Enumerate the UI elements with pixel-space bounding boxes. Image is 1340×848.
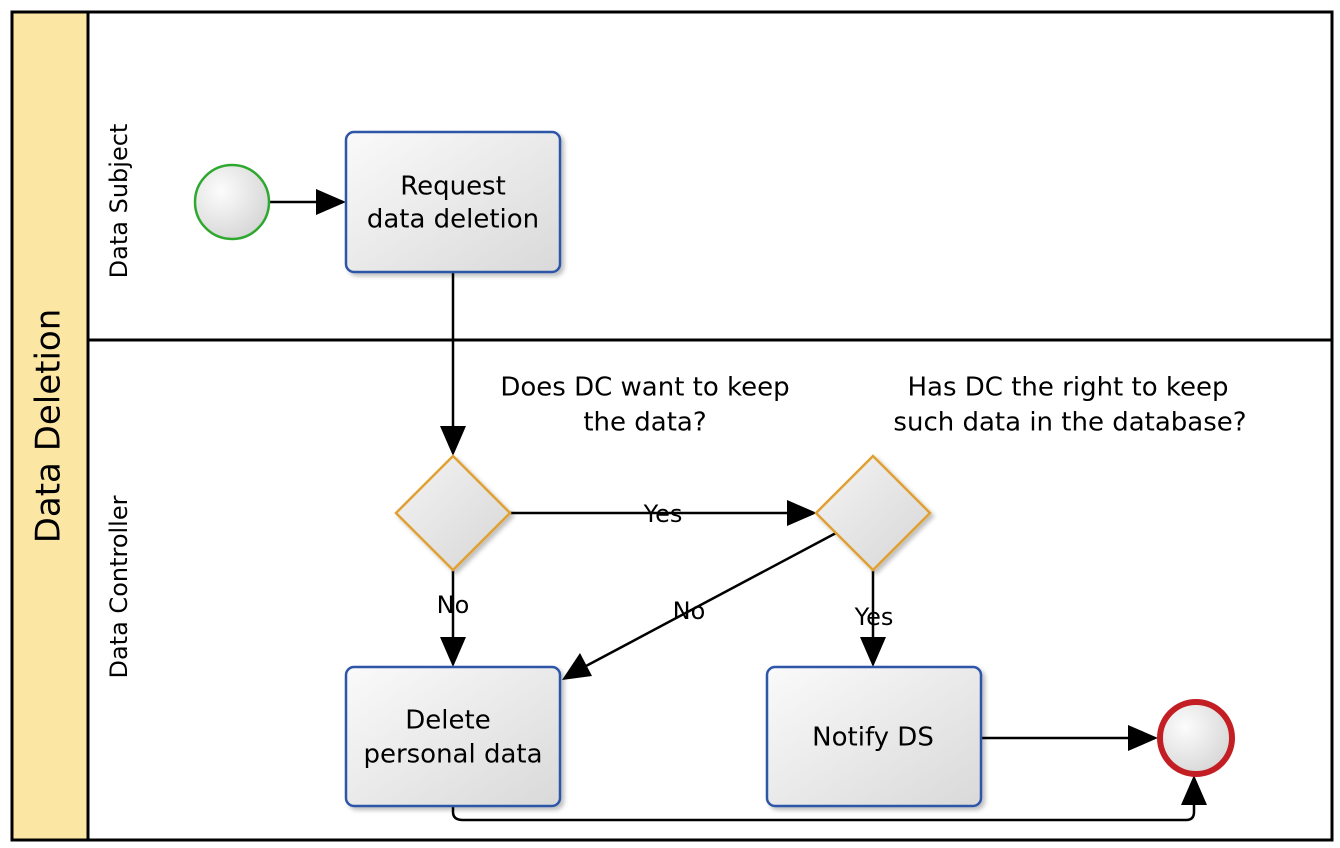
task-notify-ds[interactable]: Notify DS <box>765 665 983 808</box>
flow-label-keep-no: No <box>437 591 470 619</box>
task-label: Notify DS <box>812 723 934 753</box>
gateway-keep-question: Does DC want to keep <box>500 373 789 403</box>
task-request-data-deletion[interactable]: Request data deletion <box>344 130 562 274</box>
start-event[interactable] <box>193 163 271 241</box>
gateway-keep-question: the data? <box>583 408 706 438</box>
pool-border <box>10 10 1334 842</box>
lane-title-data-subject: Data Subject <box>105 124 133 279</box>
arrowhead-icon <box>562 653 592 680</box>
arrowhead-icon <box>316 189 346 215</box>
task-label: Request <box>400 172 506 202</box>
flow-gateway-right-no <box>585 531 837 668</box>
gateway-right-question: Has DC the right to keep <box>907 373 1228 403</box>
sequence-flows <box>270 200 1196 822</box>
arrowhead-icon <box>1181 775 1207 805</box>
task-label: personal data <box>363 740 542 770</box>
arrowhead-icon <box>860 637 886 667</box>
arrowhead-icon <box>1128 725 1158 751</box>
pool-title: Data Deletion <box>29 309 69 544</box>
gateway-right-question: such data in the database? <box>893 408 1246 438</box>
arrowheads <box>316 189 1207 805</box>
flow-label-right-yes: Yes <box>854 603 894 631</box>
flow-delete-to-end <box>451 803 1196 822</box>
task-label: data deletion <box>367 205 539 235</box>
flow-label-keep-yes: Yes <box>643 500 683 528</box>
pool: Data Deletion Data Subject Data Controll… <box>10 10 1334 842</box>
flow-label-right-no: No <box>673 597 706 625</box>
gateway-keep-data[interactable] <box>394 454 512 572</box>
arrowhead-icon <box>787 500 817 526</box>
pool-header <box>10 10 90 842</box>
arrowhead-icon <box>440 426 466 456</box>
end-event[interactable] <box>1157 699 1235 777</box>
arrowhead-icon <box>440 637 466 667</box>
task-delete-personal-data[interactable]: Delete personal data <box>344 665 562 808</box>
lane-title-data-controller: Data Controller <box>105 495 133 678</box>
task-label: Delete <box>405 706 490 736</box>
gateway-right-to-keep[interactable] <box>814 454 932 572</box>
